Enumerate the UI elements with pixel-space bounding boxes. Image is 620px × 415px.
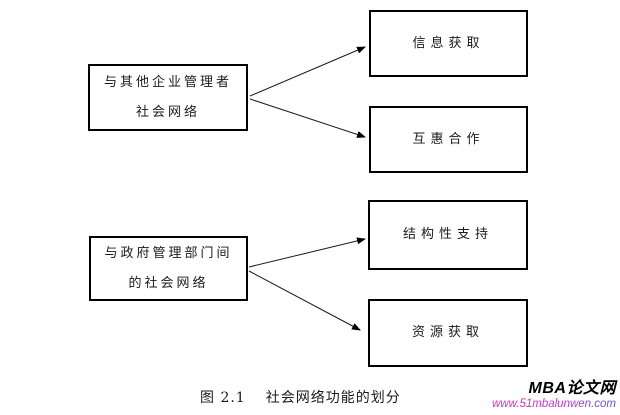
- node-information-acquisition: 信息获取: [369, 10, 528, 77]
- node-text-line: 与政府管理部门间: [104, 245, 233, 261]
- arrow-government-to-resource: [248, 270, 361, 331]
- arrow-government-to-structural: [248, 237, 366, 268]
- node-mutual-benefit-cooperation: 互惠合作: [369, 106, 528, 173]
- node-text-line: 的社会网络: [128, 275, 209, 291]
- watermark-site-name: MBA论文网: [528, 380, 616, 397]
- figure-caption-title: 社会网络功能的划分: [265, 390, 401, 406]
- node-text-line: 社会网络: [135, 104, 200, 120]
- node-structural-support: 结构性支持: [368, 200, 528, 270]
- node-text-line: 互惠合作: [412, 131, 485, 147]
- arrow-managers-to-information: [249, 46, 366, 97]
- node-text-line: 资源获取: [411, 325, 484, 340]
- arrow-managers-to-cooperation: [249, 98, 366, 138]
- figure-caption-number: 图 2.1: [200, 390, 246, 406]
- node-text-line: 与其他企业管理者: [103, 74, 232, 90]
- figure-caption: 图 2.1 社会网络功能的划分: [200, 387, 401, 407]
- node-resource-acquisition: 资源获取: [368, 299, 528, 367]
- node-text-line: 结构性支持: [402, 227, 493, 242]
- node-text-line: 信息获取: [412, 35, 485, 51]
- watermark-url: www.51mbalunwen.com: [491, 397, 616, 410]
- node-enterprise-managers-network: 与其他企业管理者 社会网络: [88, 64, 248, 131]
- watermark: MBA论文网 www.51mbalunwen.com: [492, 380, 616, 410]
- node-government-departments-network: 与政府管理部门间 的社会网络: [89, 236, 248, 301]
